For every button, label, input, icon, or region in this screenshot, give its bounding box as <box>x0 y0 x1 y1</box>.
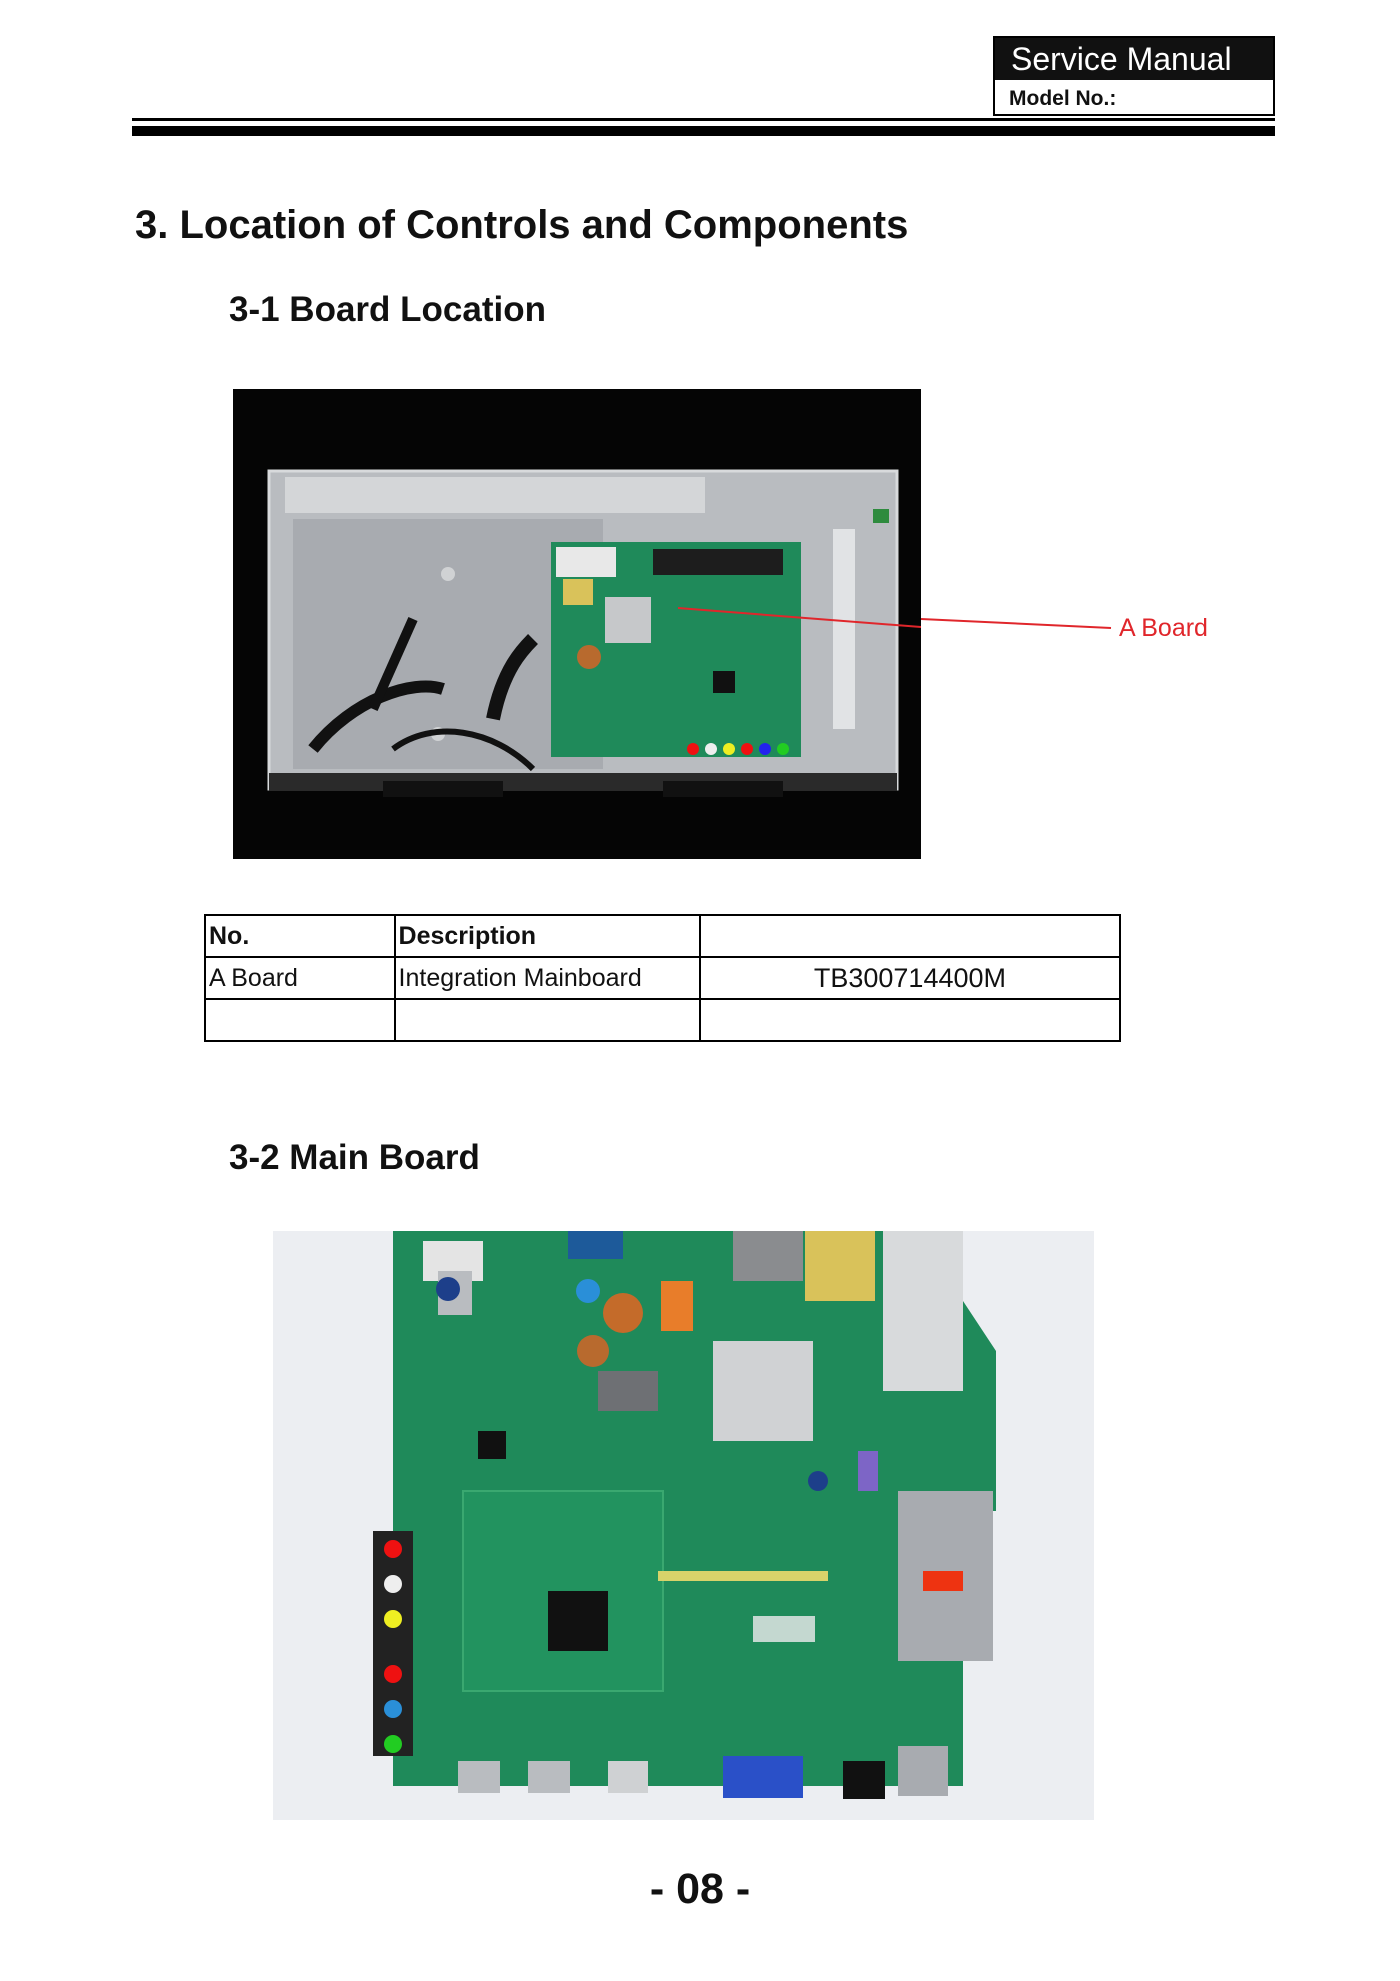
callout-leader-line <box>921 618 1112 629</box>
header-cell-part <box>698 914 1122 958</box>
section-title: 3. Location of Controls and Components <box>135 203 909 247</box>
main-board-photo <box>273 1231 1094 1820</box>
header-title: Service Manual <box>995 38 1273 80</box>
cell-part-number: TB300714400M <box>698 956 1122 1000</box>
page-number: - 08 - <box>649 1865 751 1913</box>
table-row: A Board Integration Mainboard TB30071440… <box>204 956 1122 1000</box>
main-board-illustration <box>273 1231 1094 1820</box>
header-cell-description: Description <box>393 914 701 958</box>
cell-no <box>204 998 396 1042</box>
header-rule-thick <box>132 126 1275 136</box>
subsection-title-main-board: 3-2 Main Board <box>229 1138 480 1177</box>
cell-no: A Board <box>204 956 396 1000</box>
cell-description <box>393 998 701 1042</box>
tv-rear-photo <box>233 389 922 859</box>
model-number-label: Model No.: <box>995 80 1273 116</box>
header-box: Service Manual Model No.: <box>993 36 1275 116</box>
table-row <box>204 998 1122 1042</box>
header-cell-no: No. <box>204 914 396 958</box>
subsection-title-board-location: 3-1 Board Location <box>229 290 546 329</box>
cell-part-number <box>698 998 1122 1042</box>
table-header-row: No. Description <box>204 914 1122 958</box>
tv-rear-illustration <box>233 389 922 859</box>
cell-description: Integration Mainboard <box>393 956 701 1000</box>
header-rule-thin <box>132 118 1275 121</box>
board-table: No. Description A Board Integration Main… <box>204 914 1122 1042</box>
a-board-callout: A Board <box>1119 614 1208 642</box>
